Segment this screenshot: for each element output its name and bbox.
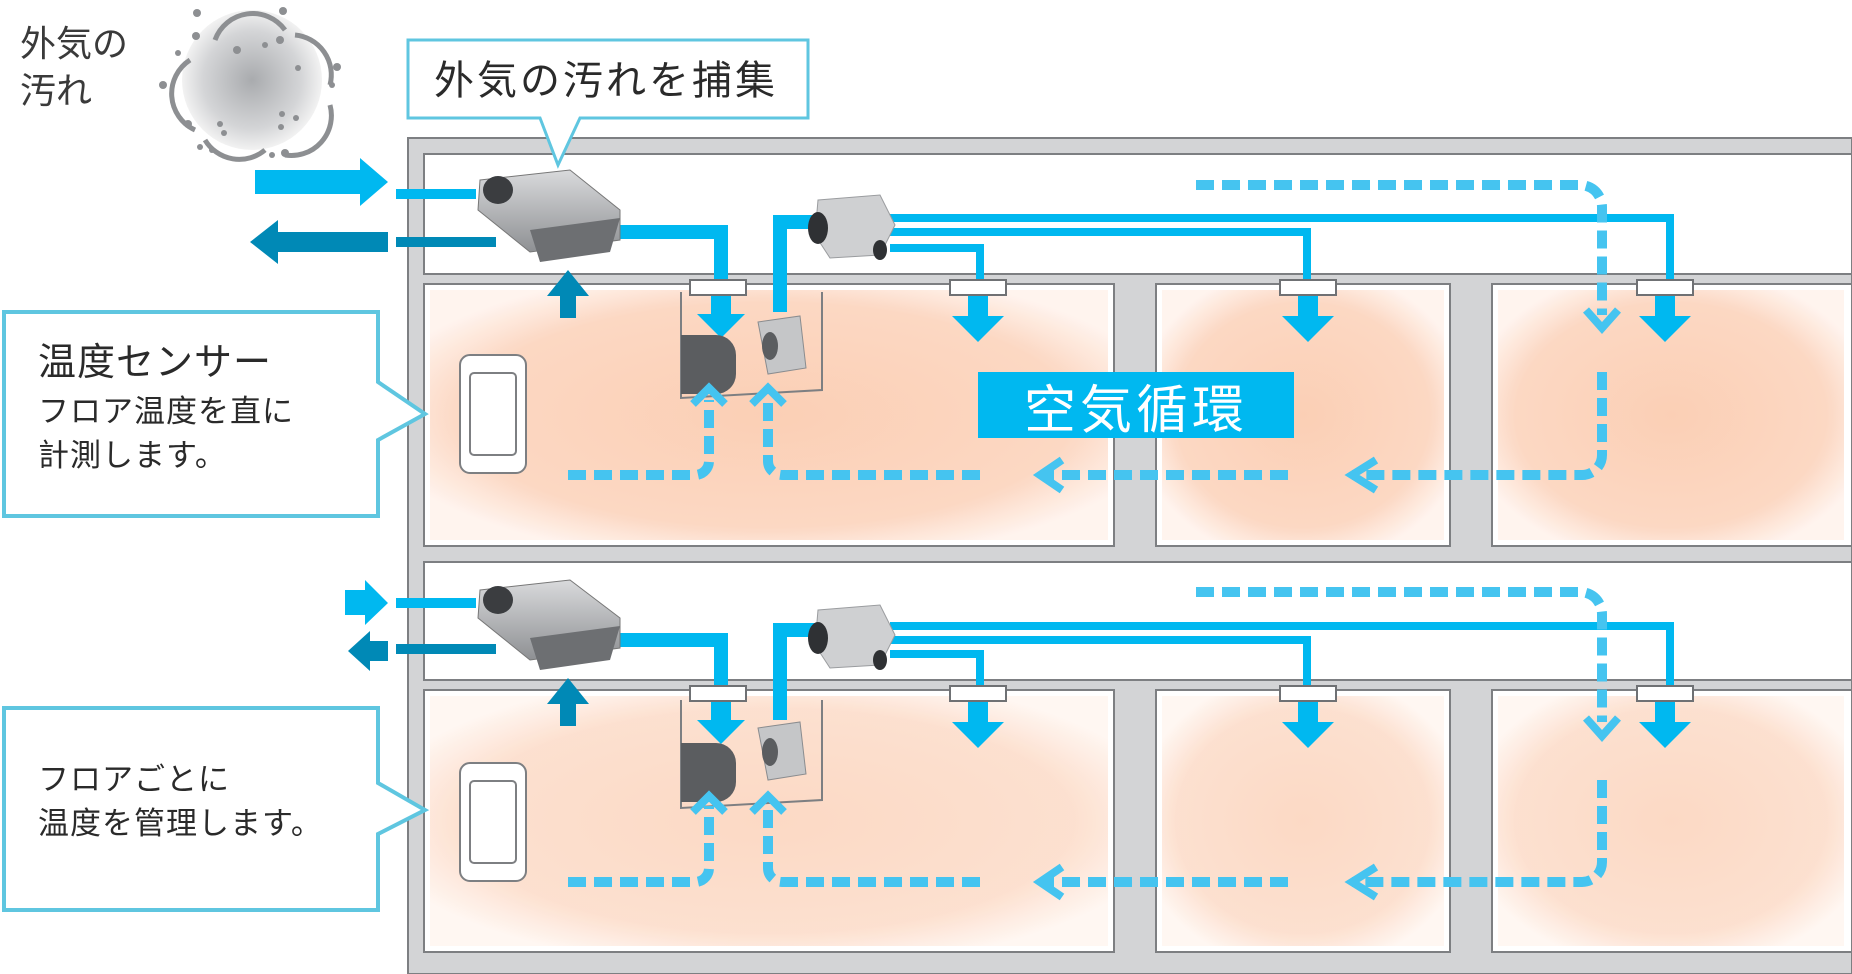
sensor-callout-box <box>2 310 429 518</box>
return-up-arrows <box>547 270 589 726</box>
capture-callout <box>406 38 810 169</box>
outdoor-intake-arrow <box>255 158 388 206</box>
dust-cloud-icon <box>159 7 341 162</box>
air-circulation-banner: 空気循環 <box>978 372 1294 441</box>
diffusers <box>689 279 1694 748</box>
air-conditioner-icon <box>680 292 823 810</box>
floor-callout-line-1: フロアごとに <box>38 762 230 798</box>
intake-duct <box>396 598 476 608</box>
intake-arrows-upper <box>250 158 496 264</box>
floor-callout-box <box>2 706 430 912</box>
exhaust-duct <box>396 237 496 247</box>
sensor-callout-line-1: フロア温度を直に <box>38 393 294 430</box>
intake-arrows-lower <box>345 580 496 671</box>
circulation-arrowheads <box>690 307 1621 901</box>
outdoor-pollution-line-1: 外気の <box>20 24 129 65</box>
exhaust-duct <box>396 644 496 654</box>
wall-thermostat-icon <box>459 354 527 882</box>
exhaust-arrow <box>250 220 388 264</box>
supply-ducts-upper <box>610 214 1674 312</box>
duct-branch-chamber-icon <box>808 194 896 670</box>
floor-callout-line-2: 温度を管理します。 <box>38 806 323 843</box>
sensor-callout-title: 温度センサー <box>38 340 273 384</box>
exhaust-arrow <box>348 631 388 671</box>
sensor-callout-line-2: 計測します。 <box>38 437 227 474</box>
outdoor-pollution-line-2: 汚れ <box>20 70 93 112</box>
sensor-callout: 温度センサー フロア温度を直に 計測します。 <box>38 336 294 478</box>
inline-fan-icon <box>757 315 807 781</box>
supply-ducts-lower <box>610 622 1674 720</box>
intake-duct <box>396 189 476 199</box>
ventilation-unit-icon <box>477 169 621 670</box>
capture-callout-text: 外気の汚れを捕集 <box>434 58 778 104</box>
outdoor-pollution-label: 外気の 汚れ <box>20 22 128 116</box>
outdoor-intake-arrow <box>345 580 388 625</box>
air-circulation-paths <box>568 180 1607 887</box>
floor-control-callout: フロアごとに 温度を管理します。 <box>38 758 323 846</box>
